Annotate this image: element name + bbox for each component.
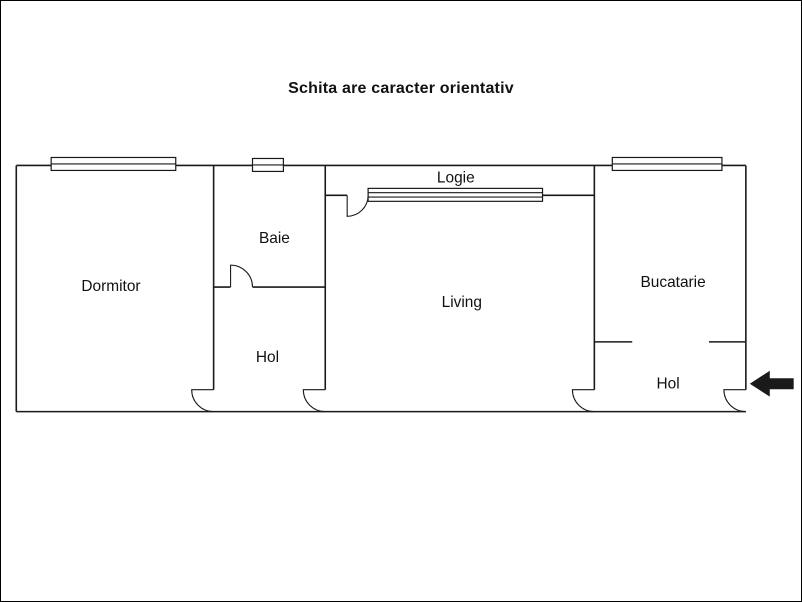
logie-door — [346, 195, 369, 217]
dormitor-door — [191, 389, 214, 413]
logie-railing-window — [367, 187, 544, 202]
entrance-door — [723, 389, 746, 413]
room-label-baie: Baie — [259, 230, 290, 247]
hol-living-door — [302, 389, 326, 413]
logie-window-frame — [367, 187, 544, 202]
room-label-hol-right: Hol — [657, 376, 680, 393]
room-label-bucatarie: Bucatarie — [640, 274, 705, 291]
baie-door — [230, 264, 254, 288]
room-label-living: Living — [442, 294, 482, 311]
room-label-dormitor: Dormitor — [81, 278, 140, 295]
plan-disclaimer-title: Schita are caracter orientativ — [288, 80, 514, 97]
bucatarie-window — [611, 156, 723, 172]
living-hol-door — [571, 389, 595, 413]
dormitor-window — [50, 156, 177, 172]
room-label-logie: Logie — [437, 169, 475, 186]
apartment-walls — [15, 164, 747, 413]
entrance-arrow-icon — [749, 370, 794, 397]
baie-window — [251, 157, 284, 173]
room-label-hol-left: Hol — [256, 349, 279, 366]
